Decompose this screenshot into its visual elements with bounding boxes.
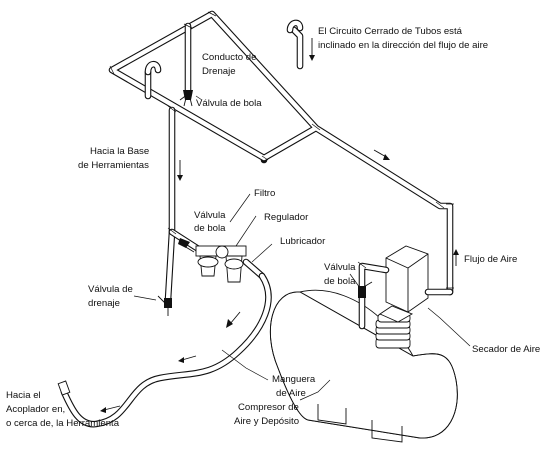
circuit-label-line2: inclinado en la dirección del flujo de a… [318,40,488,51]
ball-valve-right-label-line2: de bola [324,276,356,287]
air-dryer [385,245,429,313]
hose-coupler [57,380,71,396]
ball-valve-top-label: Válvula de bola [196,98,262,109]
drain-conduit-label-line1: Conducto de [202,52,256,63]
pipe-loop [108,10,454,330]
tool-base-label-line2: de Herramientas [78,160,149,171]
compressor-label-line2: Aire y Depósito [234,416,299,427]
ball-valve-top-icon [179,90,193,101]
frl-unit [195,245,266,283]
drain-conduit-end [183,97,193,107]
lubricator-label: Lubricador [280,236,326,247]
flow-arrows [100,38,459,413]
filter-label: Filtro [254,188,275,199]
ball-valve-right-label-line1: Válvula [324,262,356,273]
drain-valve-label-line1: Válvula de [88,284,133,295]
leader-lines [133,95,471,401]
ball-valve-mid-label-line1: Válvula [194,210,226,221]
drain-valve-icon [157,295,172,316]
air-hose-label-line1: Manguera [272,374,316,385]
regulator-knob [215,245,229,259]
compressor-pump [375,305,414,349]
drain-conduit-label-line2: Drenaje [202,66,236,77]
air-hose [57,272,272,428]
labels: El Circuito Cerrado de Tubos está inclin… [6,26,540,429]
coupler-label-line3: o cerca de, la Herramienta [6,418,120,429]
compressor-label-line1: Compresor de [238,402,299,413]
air-flow-label: Flujo de Aire [464,254,517,265]
air-dryer-label: Secador de Aire [472,344,540,355]
tool-base-label-line1: Hacia la Base [90,146,149,157]
drain-valve-label-line2: drenaje [88,298,120,309]
ball-valve-right-icon [358,281,373,298]
tank-leg-right [371,420,403,443]
regulator-label: Regulador [264,212,309,223]
ball-valve-mid-label-line2: de bola [194,223,226,234]
tank-leg-left [317,404,347,425]
coupler-label-line1: Hacia el [6,390,41,401]
circuit-label-line1: El Circuito Cerrado de Tubos está [318,26,463,37]
ball-valve-mid-icon [178,238,190,248]
coupler-label-line2: Acoplador en, [6,404,65,415]
air-hose-label-line2: de Aire [276,388,306,399]
